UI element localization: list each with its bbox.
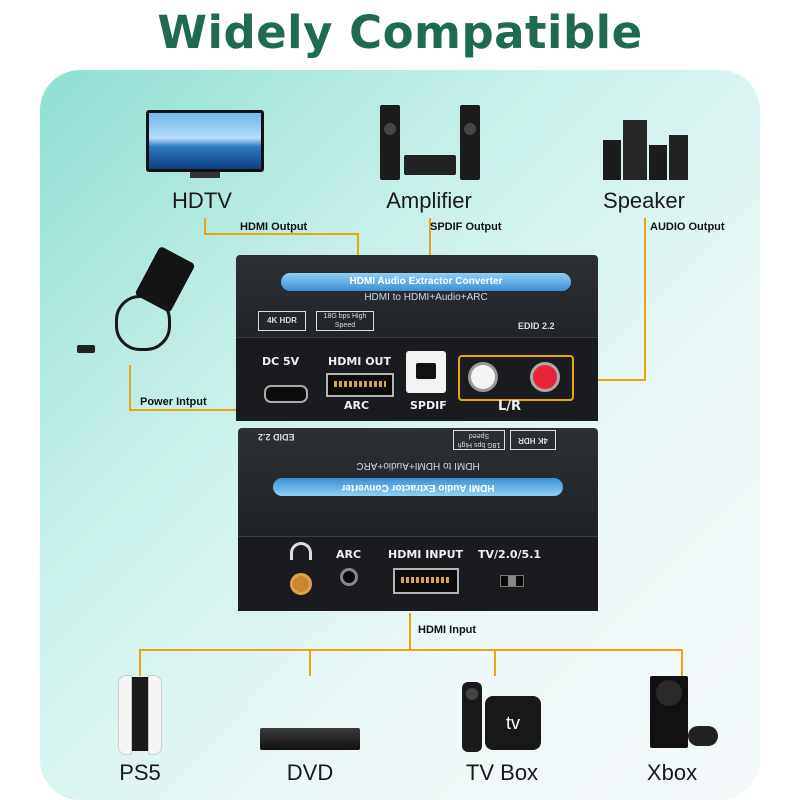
speaker-label: Speaker xyxy=(603,188,685,213)
bottom-unit-subtitle: HDMI to HDMI+Audio+ARC xyxy=(356,460,480,471)
top-unit-subtitle: HDMI to HDMI+Audio+ARC xyxy=(364,292,488,303)
top-dc-label: DC 5V xyxy=(262,355,300,368)
top-badge-4k: 4K HDR xyxy=(258,311,306,331)
audio-output-label: AUDIO Output xyxy=(650,221,725,233)
top-unit: HDMI Audio Extractor Converter HDMI to H… xyxy=(236,255,598,421)
power-input-label: Power Intput xyxy=(140,396,207,408)
bottom-badge-4k: 4K HDR xyxy=(510,430,556,450)
amplifier-label: Amplifier xyxy=(386,188,472,213)
top-edid: EDID 2.2 xyxy=(518,321,555,331)
top-badge-speed: 18G bps High Speed xyxy=(316,311,374,331)
bottom-edid: EDID 2.2 xyxy=(258,432,295,442)
bottom-badge-speed: 18G bps High Speed xyxy=(453,430,505,450)
bottom-arc-label: ARC xyxy=(336,548,362,561)
hdmi-input-label: HDMI Input xyxy=(418,624,477,636)
remote-image xyxy=(462,682,482,752)
top-spdif-label: SPDIF xyxy=(410,399,447,412)
dc-port xyxy=(264,385,308,403)
tvbox-image: tv xyxy=(485,696,541,750)
xbox-image xyxy=(650,676,688,748)
amplifier-image xyxy=(380,105,480,180)
arc-jack[interactable] xyxy=(340,568,358,586)
headphone-icon xyxy=(290,542,312,560)
dvd-label: DVD xyxy=(286,760,334,785)
ps5-image xyxy=(118,675,162,755)
page-title: Widely Compatible xyxy=(157,6,643,59)
ps5-label: PS5 xyxy=(119,760,161,785)
top-hdmi-out-label: HDMI OUT xyxy=(328,355,391,368)
power-adapter-image xyxy=(75,245,196,365)
hdmi-output-label: HDMI Output xyxy=(240,221,308,233)
hdmi-in-port xyxy=(393,568,459,594)
bottom-switch-label: TV/2.0/5.1 xyxy=(478,548,542,561)
top-unit-banner: HDMI Audio Extractor Converter xyxy=(281,273,571,291)
top-arc-label: ARC xyxy=(344,399,370,412)
hdtv-label: HDTV xyxy=(172,188,232,213)
spdif-port xyxy=(406,351,446,393)
speaker-image xyxy=(603,115,688,180)
bottom-hdmi-in-label: HDMI INPUT xyxy=(388,548,464,561)
tvbox-label: TV Box xyxy=(465,760,539,785)
bottom-unit: EDID 2.2 18G bps High Speed 4K HDR HDMI … xyxy=(238,428,598,611)
dvd-image xyxy=(260,728,360,750)
bottom-unit-banner: HDMI Audio Extractor Converter xyxy=(273,478,563,496)
xbox-controller-image xyxy=(688,726,718,746)
xbox-label: Xbox xyxy=(646,760,698,785)
top-lr-label: L/R xyxy=(498,399,522,414)
rca-ports-group xyxy=(458,355,574,401)
mode-switch[interactable] xyxy=(500,575,524,587)
headphone-jack[interactable] xyxy=(290,573,312,595)
spdif-output-label: SPDIF Output xyxy=(430,221,502,233)
hdtv-image xyxy=(146,110,264,178)
hdmi-out-port xyxy=(326,373,394,397)
